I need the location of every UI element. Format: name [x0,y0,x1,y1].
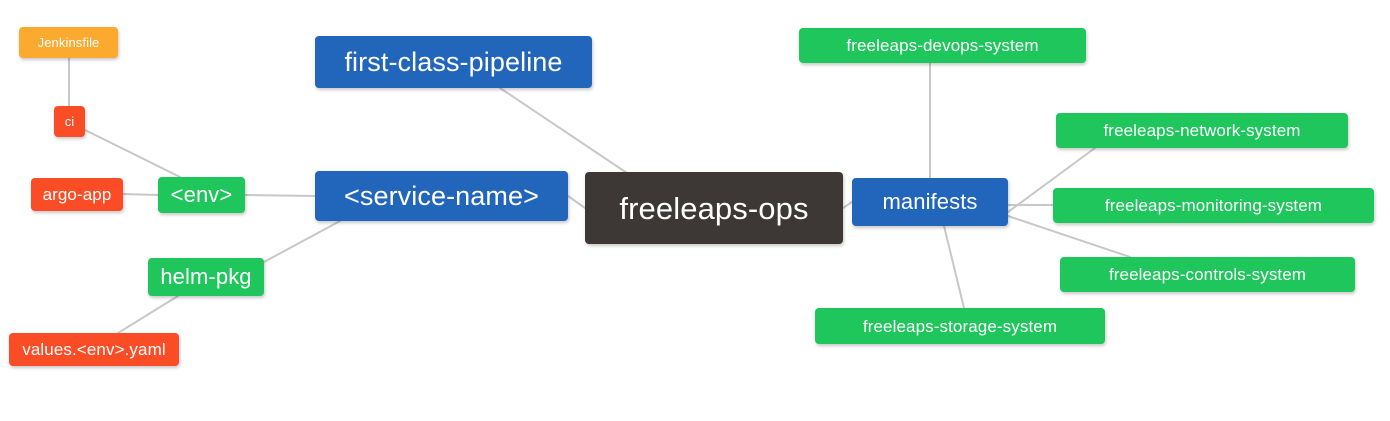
node-ci[interactable]: ci [54,106,85,137]
node-label-env: <env> [170,182,233,207]
node-freeleaps-monitoring-system[interactable]: freeleaps-monitoring-system [1053,188,1374,223]
node-helm-pkg[interactable]: helm-pkg [148,258,264,296]
node-first-class-pipeline[interactable]: first-class-pipeline [315,36,592,88]
edge-env-to-argo-app [122,193,159,196]
node-freeleaps-ops[interactable]: freeleaps-ops [585,172,843,244]
edge-freeleaps-ops-to-service-name [567,195,586,209]
node-values-env-yaml[interactable]: values.<env>.yaml [9,333,179,366]
edge-helm-pkg-to-values-env-yaml [117,295,179,334]
node-label-freeleaps-ops: freeleaps-ops [619,190,809,226]
edge-freeleaps-ops-to-first-class-pipeline [499,87,631,176]
node-label-first-class-pipeline: first-class-pipeline [344,46,563,77]
node-label-freeleaps-devops-system: freeleaps-devops-system [846,36,1039,55]
node-label-values-env-yaml: values.<env>.yaml [22,340,166,359]
node-label-manifests: manifests [882,189,978,214]
node-label-freeleaps-network-system: freeleaps-network-system [1103,121,1301,140]
node-label-freeleaps-controls-system: freeleaps-controls-system [1108,265,1307,284]
node-freeleaps-network-system[interactable]: freeleaps-network-system [1056,113,1348,148]
node-freeleaps-controls-system[interactable]: freeleaps-controls-system [1060,257,1355,292]
node-service-name[interactable]: <service-name> [315,171,568,221]
node-freeleaps-storage-system[interactable]: freeleaps-storage-system [815,308,1105,344]
node-label-jenkinsfile: Jenkinsfile [37,35,100,50]
edge-env-to-ci [84,129,181,178]
node-label-freeleaps-storage-system: freeleaps-storage-system [862,316,1058,336]
node-label-helm-pkg: helm-pkg [160,264,252,289]
edge-manifests-to-freeleaps-storage-system [943,225,965,309]
node-env[interactable]: <env> [158,177,245,213]
node-argo-app[interactable]: argo-app [31,178,123,211]
node-label-service-name: <service-name> [344,180,539,211]
edge-service-name-to-helm-pkg [263,220,341,263]
node-label-freeleaps-monitoring-system: freeleaps-monitoring-system [1104,196,1323,215]
node-freeleaps-devops-system[interactable]: freeleaps-devops-system [799,28,1086,63]
node-manifests[interactable]: manifests [852,178,1008,226]
edge-service-name-to-env [244,194,316,197]
edge-freeleaps-ops-to-manifests [842,201,853,209]
node-jenkinsfile[interactable]: Jenkinsfile [19,27,118,58]
node-label-ci: ci [64,114,75,129]
node-label-argo-app: argo-app [42,185,112,204]
